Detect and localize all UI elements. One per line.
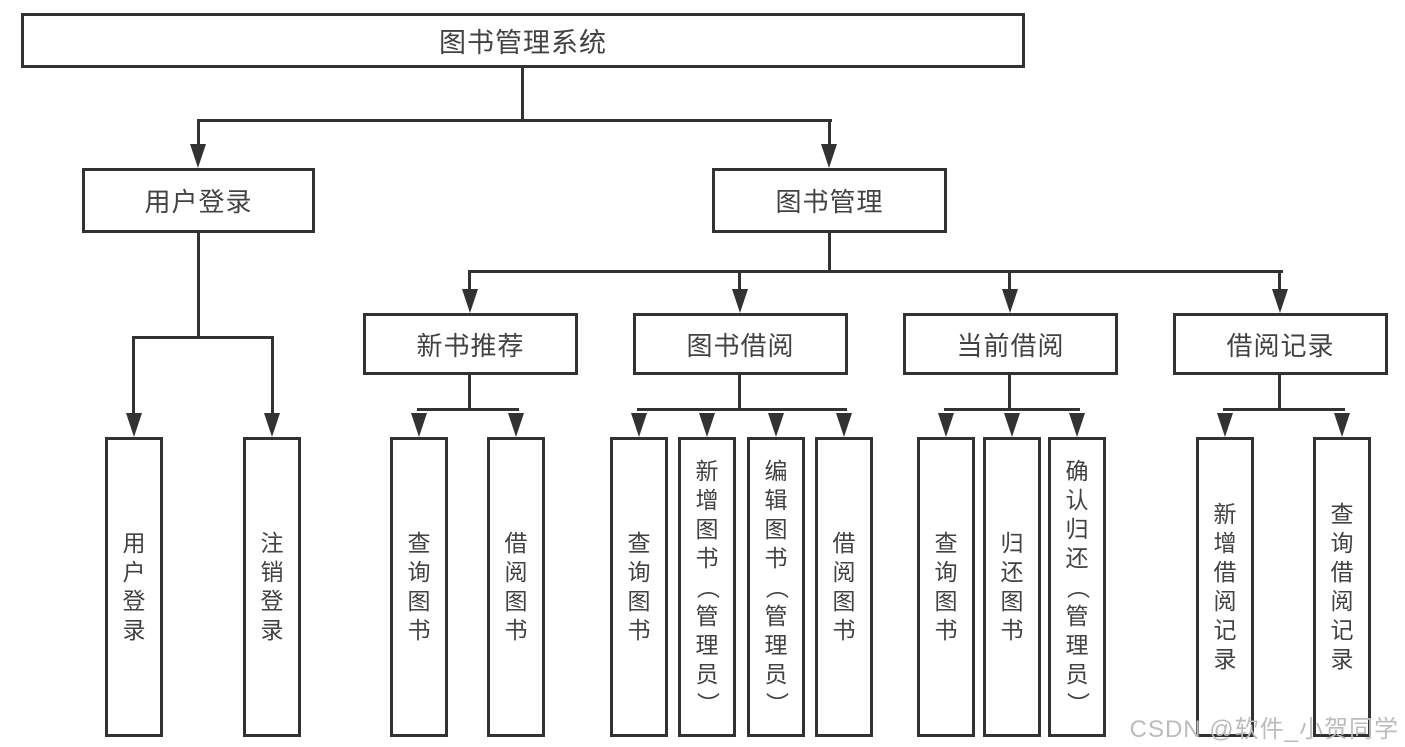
leaf-recommend-borrow-books-label: 借阅图书 — [504, 530, 528, 643]
leaf-confirm-return-admin: 确认归还（管理员） — [1048, 437, 1106, 737]
leaf-current-query-books-label: 查询图书 — [934, 530, 958, 643]
leaf-recommend-query-books: 查询图书 — [390, 437, 448, 737]
leaf-borrowing-query-books: 查询图书 — [610, 437, 668, 737]
arrowhead-to-borrowing-records — [1272, 289, 1288, 313]
leaf-borrowing-borrow-books: 借阅图书 — [815, 437, 873, 737]
leaf-add-books-admin-label: 新增图书（管理员） — [694, 457, 721, 715]
leaf-current-query-books: 查询图书 — [917, 437, 975, 737]
leaf-query-borrow-record-label: 查询借阅记录 — [1330, 501, 1354, 672]
connector-root-stem — [521, 68, 524, 121]
connector-section3-stem — [1278, 375, 1281, 411]
node-book-management: 图书管理 — [712, 168, 947, 233]
leaf-recommend-borrow-books: 借阅图书 — [487, 437, 545, 737]
leaf-add-borrow-record-label: 新增借阅记录 — [1213, 501, 1237, 672]
node-library-management-system: 图书管理系统 — [21, 13, 1025, 68]
node-user-login: 用户登录 — [82, 168, 315, 233]
leaf-add-borrow-record: 新增借阅记录 — [1196, 437, 1254, 737]
arrowhead-section1-child2 — [768, 413, 784, 437]
leaf-add-books-admin: 新增图书（管理员） — [678, 437, 736, 737]
arrowhead-to-user-login — [190, 144, 206, 168]
arrowhead-to-leaf-logout — [264, 413, 280, 437]
arrowhead-to-book-mgmt — [821, 144, 837, 168]
node-new-book-recommendation: 新书推荐 — [363, 313, 578, 375]
node-borrowing-records: 借阅记录 — [1173, 313, 1388, 375]
connector-section3-hline — [1223, 408, 1345, 411]
node-book-borrowing: 图书借阅 — [633, 313, 848, 375]
leaf-user-login: 用户登录 — [105, 437, 163, 737]
arrowhead-section2-child1 — [1004, 413, 1020, 437]
leaf-edit-books-admin: 编辑图书（管理员） — [747, 437, 805, 737]
arrowhead-section2-child0 — [938, 413, 954, 437]
arrowhead-section1-child1 — [699, 413, 715, 437]
arrowhead-to-book-borrowing — [732, 289, 748, 313]
connector-section2-stem — [1008, 375, 1011, 411]
connector-root-to-user-login — [197, 119, 200, 149]
connector-user-login-stem — [197, 233, 200, 339]
connector-to-new-book-recommendation — [468, 270, 471, 292]
leaf-logout: 注销登录 — [243, 437, 301, 737]
connector-root-hline — [197, 119, 832, 122]
connector-section0-stem — [468, 375, 471, 411]
connector-root-to-book-mgmt — [828, 119, 831, 149]
arrowhead-to-new-book-recommendation — [462, 289, 478, 313]
connector-to-leaf-user-login — [132, 336, 135, 416]
connector-to-leaf-logout — [271, 336, 274, 416]
leaf-confirm-return-admin-label: 确认归还（管理员） — [1064, 457, 1091, 715]
arrowhead-section1-child0 — [631, 413, 647, 437]
arrowhead-section0-child0 — [411, 413, 427, 437]
connector-section0-hline — [417, 408, 519, 411]
connector-section1-stem — [738, 375, 741, 411]
leaf-user-login-label: 用户登录 — [122, 530, 146, 643]
connector-section2-hline — [944, 408, 1080, 411]
watermark-text: CSDN @软件_小贺同学 — [1129, 716, 1399, 743]
leaf-borrowing-borrow-books-label: 借阅图书 — [832, 530, 856, 643]
arrowhead-to-current-borrowing — [1002, 289, 1018, 313]
arrowhead-section1-child3 — [836, 413, 852, 437]
arrowhead-section3-child1 — [1334, 413, 1350, 437]
connector-book-mgmt-hline — [468, 270, 1283, 273]
leaf-borrowing-query-books-label: 查询图书 — [627, 530, 651, 643]
arrowhead-section3-child0 — [1217, 413, 1233, 437]
connector-to-borrowing-records — [1278, 270, 1281, 292]
connector-book-mgmt-stem — [828, 233, 831, 273]
connector-to-book-borrowing — [738, 270, 741, 292]
leaf-logout-label: 注销登录 — [260, 530, 284, 643]
leaf-return-books-label: 归还图书 — [1000, 530, 1024, 643]
arrowhead-section0-child1 — [508, 413, 524, 437]
arrowhead-to-leaf-user-login — [126, 413, 142, 437]
connector-user-login-hline — [132, 336, 274, 339]
arrowhead-section2-child2 — [1069, 413, 1085, 437]
leaf-edit-books-admin-label: 编辑图书（管理员） — [763, 457, 790, 715]
leaf-return-books: 归还图书 — [983, 437, 1041, 737]
leaf-recommend-query-books-label: 查询图书 — [407, 530, 431, 643]
node-current-borrowing: 当前借阅 — [903, 313, 1118, 375]
connector-to-current-borrowing — [1008, 270, 1011, 292]
connector-section1-hline — [637, 408, 847, 411]
leaf-query-borrow-record: 查询借阅记录 — [1313, 437, 1371, 737]
